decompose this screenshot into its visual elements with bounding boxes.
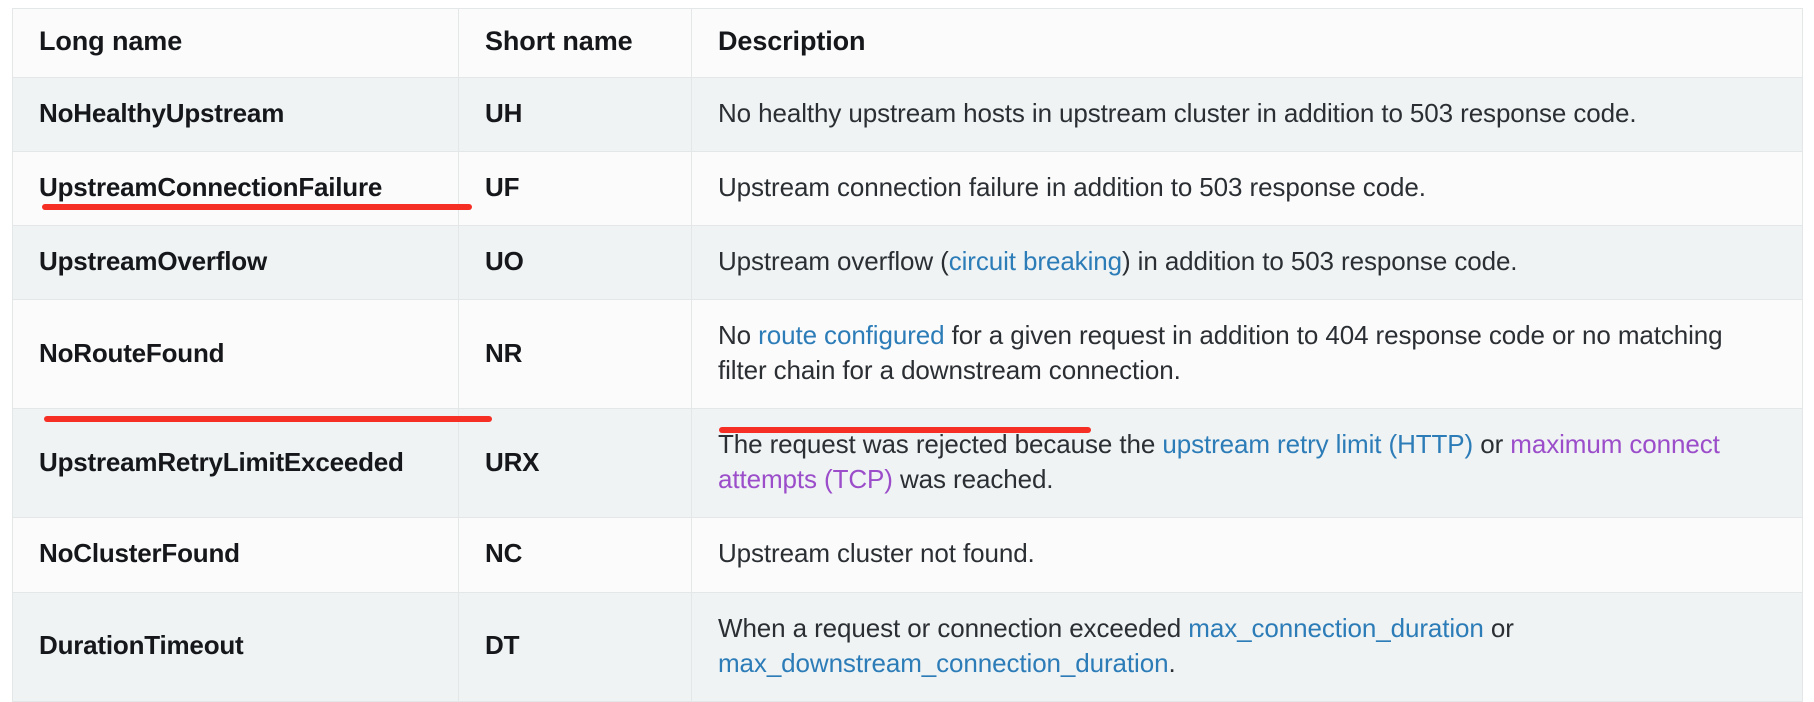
cell-description: Upstream overflow (circuit breaking) in … [691,224,1803,301]
table-header-row: Long name Short name Description [12,8,1803,78]
description-text: Upstream overflow ( [718,245,949,276]
description-text: was reached. [892,464,1054,495]
cell-long-name: DurationTimeout [12,591,459,702]
cell-short-name: NC [458,517,692,593]
description-text: or [1483,612,1514,643]
description-text: Upstream connection failure in addition … [718,171,1426,202]
description-text: Upstream cluster not found. [718,538,1035,569]
cell-description: Upstream cluster not found. [691,517,1803,593]
cell-long-name: UpstreamOverflow [12,224,459,301]
description-link[interactable]: max_downstream_connection_duration [718,647,1169,678]
description-link[interactable]: route configured [758,320,945,351]
cell-description: The request was rejected because the ups… [691,408,1803,519]
description-text: . [1168,647,1176,678]
description-link[interactable]: upstream retry limit (HTTP) [1162,429,1474,460]
description-text: No healthy upstream hosts in upstream cl… [718,97,1637,128]
column-header-short-name: Short name [458,8,692,78]
description-text: No [718,320,759,351]
description-text: or [1473,429,1511,460]
cell-long-name: UpstreamRetryLimitExceeded [12,408,459,519]
description-text: for a given request in addition to 404 r… [718,320,1723,386]
cell-long-name: UpstreamConnectionFailure [12,150,459,226]
document-page: Long name Short name Description NoHealt… [0,8,1814,702]
description-text: The request was rejected because the [718,429,1163,460]
cell-description: No route configured for a given request … [691,299,1803,410]
cell-short-name: NR [458,299,692,410]
cell-description: No healthy upstream hosts in upstream cl… [691,76,1803,152]
cell-short-name: UO [458,224,692,301]
description-link[interactable]: circuit breaking [948,245,1122,276]
column-header-description: Description [691,8,1803,78]
response-flags-table: Long name Short name Description NoHealt… [12,8,1803,702]
description-link[interactable]: maximum connect attempts (TCP) [718,429,1720,495]
description-link[interactable]: max_connection_duration [1188,612,1484,643]
description-text: When a request or connection exceeded [718,612,1189,643]
cell-short-name: UF [458,150,692,226]
cell-short-name: URX [458,408,692,519]
table-header: Long name Short name Description [12,8,1803,78]
cell-description: When a request or connection exceeded ma… [691,591,1803,702]
description-text: ) in addition to 503 response code. [1121,245,1518,276]
cell-long-name: NoRouteFound [12,299,459,410]
cell-description: Upstream connection failure in addition … [691,150,1803,226]
cell-long-name: NoClusterFound [12,517,459,593]
cell-short-name: DT [458,591,692,702]
cell-long-name: NoHealthyUpstream [12,76,459,152]
column-header-long-name: Long name [12,8,459,78]
cell-short-name: UH [458,76,692,152]
